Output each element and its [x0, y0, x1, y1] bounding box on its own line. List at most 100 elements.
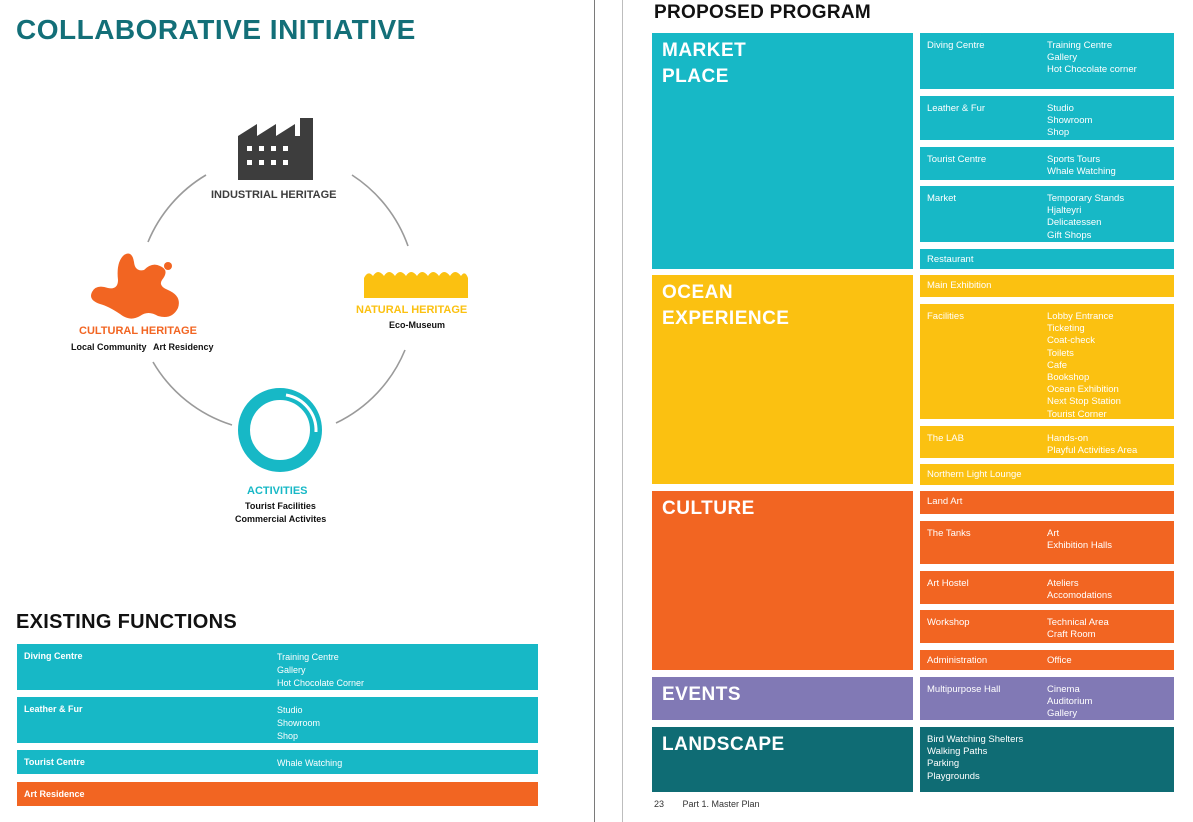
existing-row-items: Training Centre Gallery Hot Chocolate Co…	[277, 651, 364, 690]
landscape-heading: LANDSCAPE	[662, 732, 785, 758]
sub-item: Exhibition Halls	[1047, 540, 1112, 552]
culture-sub-art-hostel: Art Hostel Ateliers Accomodations	[920, 571, 1174, 604]
sub-item: Bird Watching Shelters	[927, 734, 1024, 745]
natural-heritage-sub: Eco-Museum	[389, 320, 446, 330]
sub-item: Cafe	[1047, 359, 1068, 371]
ring-icon	[238, 388, 322, 472]
sub-name: Restaurant	[927, 254, 974, 265]
sub-item: Tourist Corner	[1047, 408, 1107, 420]
market-sub-restaurant: Restaurant	[920, 249, 1174, 269]
existing-row-diving-centre: Diving Centre Training Centre Gallery Ho…	[17, 644, 538, 690]
sub-item: Temporary Stands	[1047, 193, 1125, 204]
page-number: 23	[654, 799, 665, 809]
sub-items: Bird Watching Shelters Walking Paths Par…	[927, 734, 1023, 783]
sub-item: Bookshop	[1047, 372, 1090, 384]
sub-item: Next Stop Station	[1047, 396, 1121, 408]
splash-icon	[91, 253, 179, 319]
sub-items: Sports Tours Whale Watching	[1047, 154, 1116, 178]
diagram-graphics	[91, 118, 468, 472]
sub-items: Technical Area Craft Room	[1047, 617, 1109, 641]
sub-name: Multipurpose Hall	[927, 684, 1001, 695]
ocean-sub-facilities: Facilities Lobby Entrance Ticketing Coat…	[920, 304, 1174, 421]
existing-item: Whale Watching	[277, 758, 343, 768]
sub-item: Whale Watching	[1047, 166, 1116, 178]
wave-icon	[364, 272, 468, 298]
sub-item: Coat-check	[1047, 335, 1096, 347]
heading-line: EXPERIENCE	[662, 308, 790, 329]
sub-item: Gallery	[1047, 52, 1078, 64]
sub-item: Shop	[1047, 127, 1070, 139]
existing-item: Shop	[277, 731, 299, 741]
page-gutter-line	[594, 0, 595, 822]
existing-row-items: Whale Watching	[277, 757, 342, 770]
sub-items: Lobby Entrance Ticketing Coat-check Toil…	[1047, 311, 1121, 421]
events-block: EVENTS	[652, 677, 913, 720]
page-gutter-line-inner	[622, 0, 623, 822]
sub-name: The LAB	[927, 433, 964, 444]
existing-row-items: Studio Showroom Shop	[277, 704, 320, 743]
sub-item: Toilets	[1047, 347, 1074, 359]
sub-item: Lobby Entrance	[1047, 311, 1114, 322]
sub-item: Auditorium	[1047, 696, 1093, 708]
cultural-heritage-label: CULTURAL HERITAGE	[79, 325, 197, 337]
existing-row-name: Leather & Fur	[24, 704, 83, 714]
heading-line: EVENTS	[662, 684, 742, 705]
sub-item: Office	[1047, 655, 1072, 666]
footer-section: Part 1. Master Plan	[682, 799, 760, 809]
sub-name: Art Hostel	[927, 578, 969, 589]
heading-line: LANDSCAPE	[662, 734, 785, 755]
sub-item: Delicatessen	[1047, 217, 1102, 229]
landscape-block: LANDSCAPE	[652, 727, 913, 792]
proposed-program-title: PROPOSED PROGRAM	[654, 2, 871, 23]
sub-item: Ocean Exhibition	[1047, 384, 1119, 396]
sub-item: Hands-on	[1047, 433, 1089, 444]
culture-heading: CULTURE	[662, 496, 755, 522]
sub-item: Studio	[1047, 103, 1074, 114]
existing-item: Studio	[277, 705, 303, 715]
culture-block: CULTURE	[652, 491, 913, 670]
existing-row-art-residence: Art Residence	[17, 782, 538, 806]
sub-items: Office	[1047, 655, 1072, 667]
heading-line: MARKET	[662, 40, 747, 61]
sub-item: Ticketing	[1047, 323, 1085, 335]
sub-name: Leather & Fur	[927, 103, 986, 114]
sub-item: Gift Shops	[1047, 229, 1092, 241]
arc-top-left	[147, 174, 207, 243]
sub-name: Main Exhibition	[927, 280, 992, 291]
sub-name: Tourist Centre	[927, 154, 987, 165]
sub-item: Hjalteyri	[1047, 205, 1082, 217]
sub-item: Hot Chocolate corner	[1047, 64, 1137, 76]
cultural-heritage-sub-community: Local Community	[71, 342, 147, 352]
sub-item: Showroom	[1047, 115, 1093, 127]
sub-items: Training Centre Gallery Hot Chocolate co…	[1047, 40, 1137, 77]
cultural-heritage-sub-residency: Art Residency	[153, 342, 214, 352]
market-place-block: MARKET PLACE	[652, 33, 913, 269]
sub-items: Temporary Stands Hjalteyri Delicatessen …	[1047, 193, 1124, 242]
sub-name: The Tanks	[927, 528, 971, 539]
sub-items: Cinema Auditorium Gallery	[1047, 684, 1092, 721]
existing-item: Training Centre	[277, 652, 339, 662]
ocean-experience-heading: OCEAN EXPERIENCE	[662, 280, 789, 332]
heading-line: CULTURE	[662, 498, 755, 519]
culture-sub-land-art: Land Art	[920, 491, 1174, 514]
sub-name: Northern Light Lounge	[927, 469, 1022, 480]
sub-name: Market	[927, 193, 957, 204]
existing-row-leather-fur: Leather & Fur Studio Showroom Shop	[17, 697, 538, 743]
existing-item: Showroom	[277, 718, 321, 728]
sub-item: Training Centre	[1047, 40, 1113, 51]
landscape-sub-list: Bird Watching Shelters Walking Paths Par…	[920, 727, 1174, 792]
factory-icon	[238, 118, 313, 180]
collaborative-initiative-title: COLLABORATIVE INITIATIVE	[16, 14, 416, 45]
arc-bottom-left	[152, 361, 233, 426]
existing-functions-title: EXISTING FUNCTIONS	[16, 611, 237, 633]
sub-items: Studio Showroom Shop	[1047, 103, 1092, 140]
sub-items: Hands-on Playful Activities Area	[1047, 433, 1137, 457]
existing-item: Hot Chocolate Corner	[277, 678, 365, 688]
activities-sub-commercial: Commercial Activites	[235, 514, 327, 524]
activities-sub-tourist: Tourist Facilities	[245, 501, 316, 511]
market-sub-market: Market Temporary Stands Hjalteyri Delica…	[920, 186, 1174, 242]
sub-items: Art Exhibition Halls	[1047, 528, 1112, 552]
activities-label: ACTIVITIES	[247, 485, 308, 497]
culture-sub-administration: Administration Office	[920, 650, 1174, 670]
culture-sub-the-tanks: The Tanks Art Exhibition Halls	[920, 521, 1174, 564]
